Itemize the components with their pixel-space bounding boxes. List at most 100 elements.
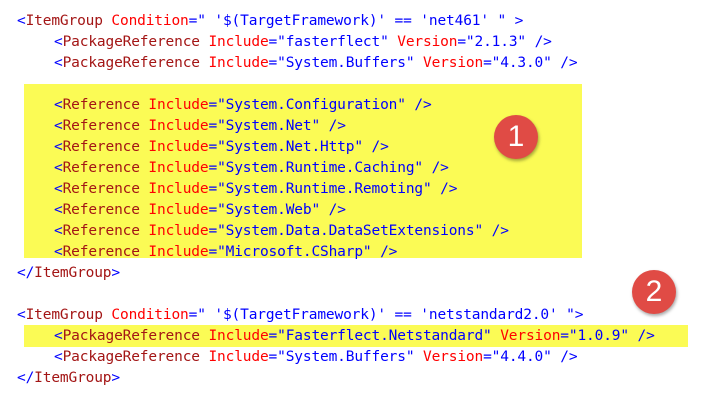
code-token: />: [628, 328, 655, 344]
code-token: Include: [208, 349, 269, 365]
code-token: "System.Net": [217, 118, 321, 134]
code-token: "System.Buffers": [277, 55, 415, 71]
code-token: />: [483, 223, 509, 239]
code-token: "4.3.0": [491, 55, 552, 71]
code-token: >: [574, 307, 584, 323]
code-token: =: [188, 13, 198, 29]
code-token: />: [320, 202, 346, 218]
code-token: =: [208, 97, 218, 113]
code-token: <: [54, 97, 63, 113]
code-line: <Reference Include="System.Data.DataSetE…: [54, 221, 509, 242]
code-token: Condition: [111, 307, 189, 323]
code-token: <: [54, 223, 63, 239]
code-token: PackageReference: [62, 55, 200, 71]
code-token: <: [17, 307, 26, 323]
code-token: />: [320, 118, 346, 134]
code-token: <: [54, 160, 63, 176]
code-token: <: [54, 34, 63, 50]
code-token: [414, 349, 423, 365]
code-token: <: [54, 244, 63, 260]
code-line: </ItemGroup>: [17, 263, 120, 284]
badge-1: 1: [494, 115, 538, 159]
code-token: =: [268, 55, 278, 71]
code-token: ItemGroup: [25, 307, 103, 323]
code-token: PackageReference: [62, 34, 200, 50]
code-token: />: [525, 34, 552, 50]
code-token: <: [54, 181, 63, 197]
code-line: <Reference Include="System.Net" />: [54, 116, 346, 137]
code-token: </: [17, 370, 35, 386]
code-token: ItemGroup: [34, 370, 112, 386]
code-token: >: [111, 370, 120, 386]
code-token: Reference: [62, 160, 140, 176]
code-token: Version: [423, 349, 484, 365]
code-token: </: [17, 265, 35, 281]
code-token: Include: [148, 118, 209, 134]
code-token: "Microsoft.CSharp": [217, 244, 372, 260]
code-token: ItemGroup: [34, 265, 112, 281]
code-token: Include: [148, 139, 209, 155]
code-token: Include: [148, 223, 209, 239]
code-token: =: [208, 139, 218, 155]
badge-2: 2: [632, 270, 676, 314]
code-token: Include: [148, 181, 209, 197]
code-token: Reference: [62, 244, 140, 260]
code-token: "System.Data.DataSetExtensions": [217, 223, 484, 239]
code-token: =: [268, 34, 278, 50]
code-token: />: [362, 139, 389, 155]
code-token: [389, 34, 398, 50]
code-token: [414, 55, 423, 71]
code-token: "2.1.3": [465, 34, 526, 50]
code-token: >: [506, 13, 524, 29]
code-token: />: [431, 181, 458, 197]
highlight-line-fasterflect-netstandard: [24, 325, 688, 347]
code-token: <: [54, 349, 63, 365]
code-token: "1.0.9": [568, 328, 629, 344]
code-token: Reference: [62, 181, 140, 197]
code-line: <PackageReference Include="fasterflect" …: [54, 32, 552, 53]
code-line: <PackageReference Include="System.Buffer…: [54, 347, 578, 368]
code-token: Include: [148, 244, 209, 260]
code-token: />: [551, 349, 578, 365]
code-token: <: [17, 13, 26, 29]
code-token: =: [457, 34, 466, 50]
code-token: Reference: [62, 139, 140, 155]
code-token: Include: [148, 97, 209, 113]
code-token: =: [208, 181, 218, 197]
code-token: =: [208, 244, 218, 260]
code-token: Reference: [62, 118, 140, 134]
code-token: Version: [500, 328, 561, 344]
code-line: <Reference Include="System.Runtime.Cachi…: [54, 158, 449, 179]
code-token: =: [208, 223, 218, 239]
code-token: =: [268, 349, 278, 365]
code-line: <Reference Include="System.Configuration…: [54, 95, 432, 116]
code-token: Version: [423, 55, 484, 71]
code-line: <Reference Include="System.Runtime.Remot…: [54, 179, 457, 200]
code-token: ItemGroup: [25, 13, 103, 29]
highlight-block-references: [24, 84, 582, 258]
code-token: "fasterflect": [277, 34, 389, 50]
code-token: "4.4.0": [491, 349, 552, 365]
code-token: Reference: [62, 97, 140, 113]
code-line: <ItemGroup Condition=" '$(TargetFramewor…: [17, 11, 523, 32]
code-token: Include: [208, 34, 269, 50]
code-token: PackageReference: [62, 349, 200, 365]
code-line: <Reference Include="Microsoft.CSharp" />: [54, 242, 397, 263]
code-token: <: [54, 118, 63, 134]
code-token: " '$(TargetFramework)' == 'netstandard2.…: [197, 307, 575, 323]
code-token: />: [371, 244, 398, 260]
code-token: Include: [148, 160, 209, 176]
code-token: Version: [397, 34, 458, 50]
code-token: Include: [208, 55, 269, 71]
code-line: <PackageReference Include="System.Buffer…: [54, 53, 578, 74]
code-line: <ItemGroup Condition=" '$(TargetFramewor…: [17, 305, 583, 326]
code-token: Reference: [62, 223, 140, 239]
code-token: Condition: [111, 13, 189, 29]
code-token: PackageReference: [62, 328, 200, 344]
code-token: "System.Buffers": [277, 349, 415, 365]
code-token: />: [551, 55, 578, 71]
code-token: [492, 328, 501, 344]
code-token: "System.Runtime.Remoting": [217, 181, 432, 197]
code-token: =: [268, 328, 278, 344]
